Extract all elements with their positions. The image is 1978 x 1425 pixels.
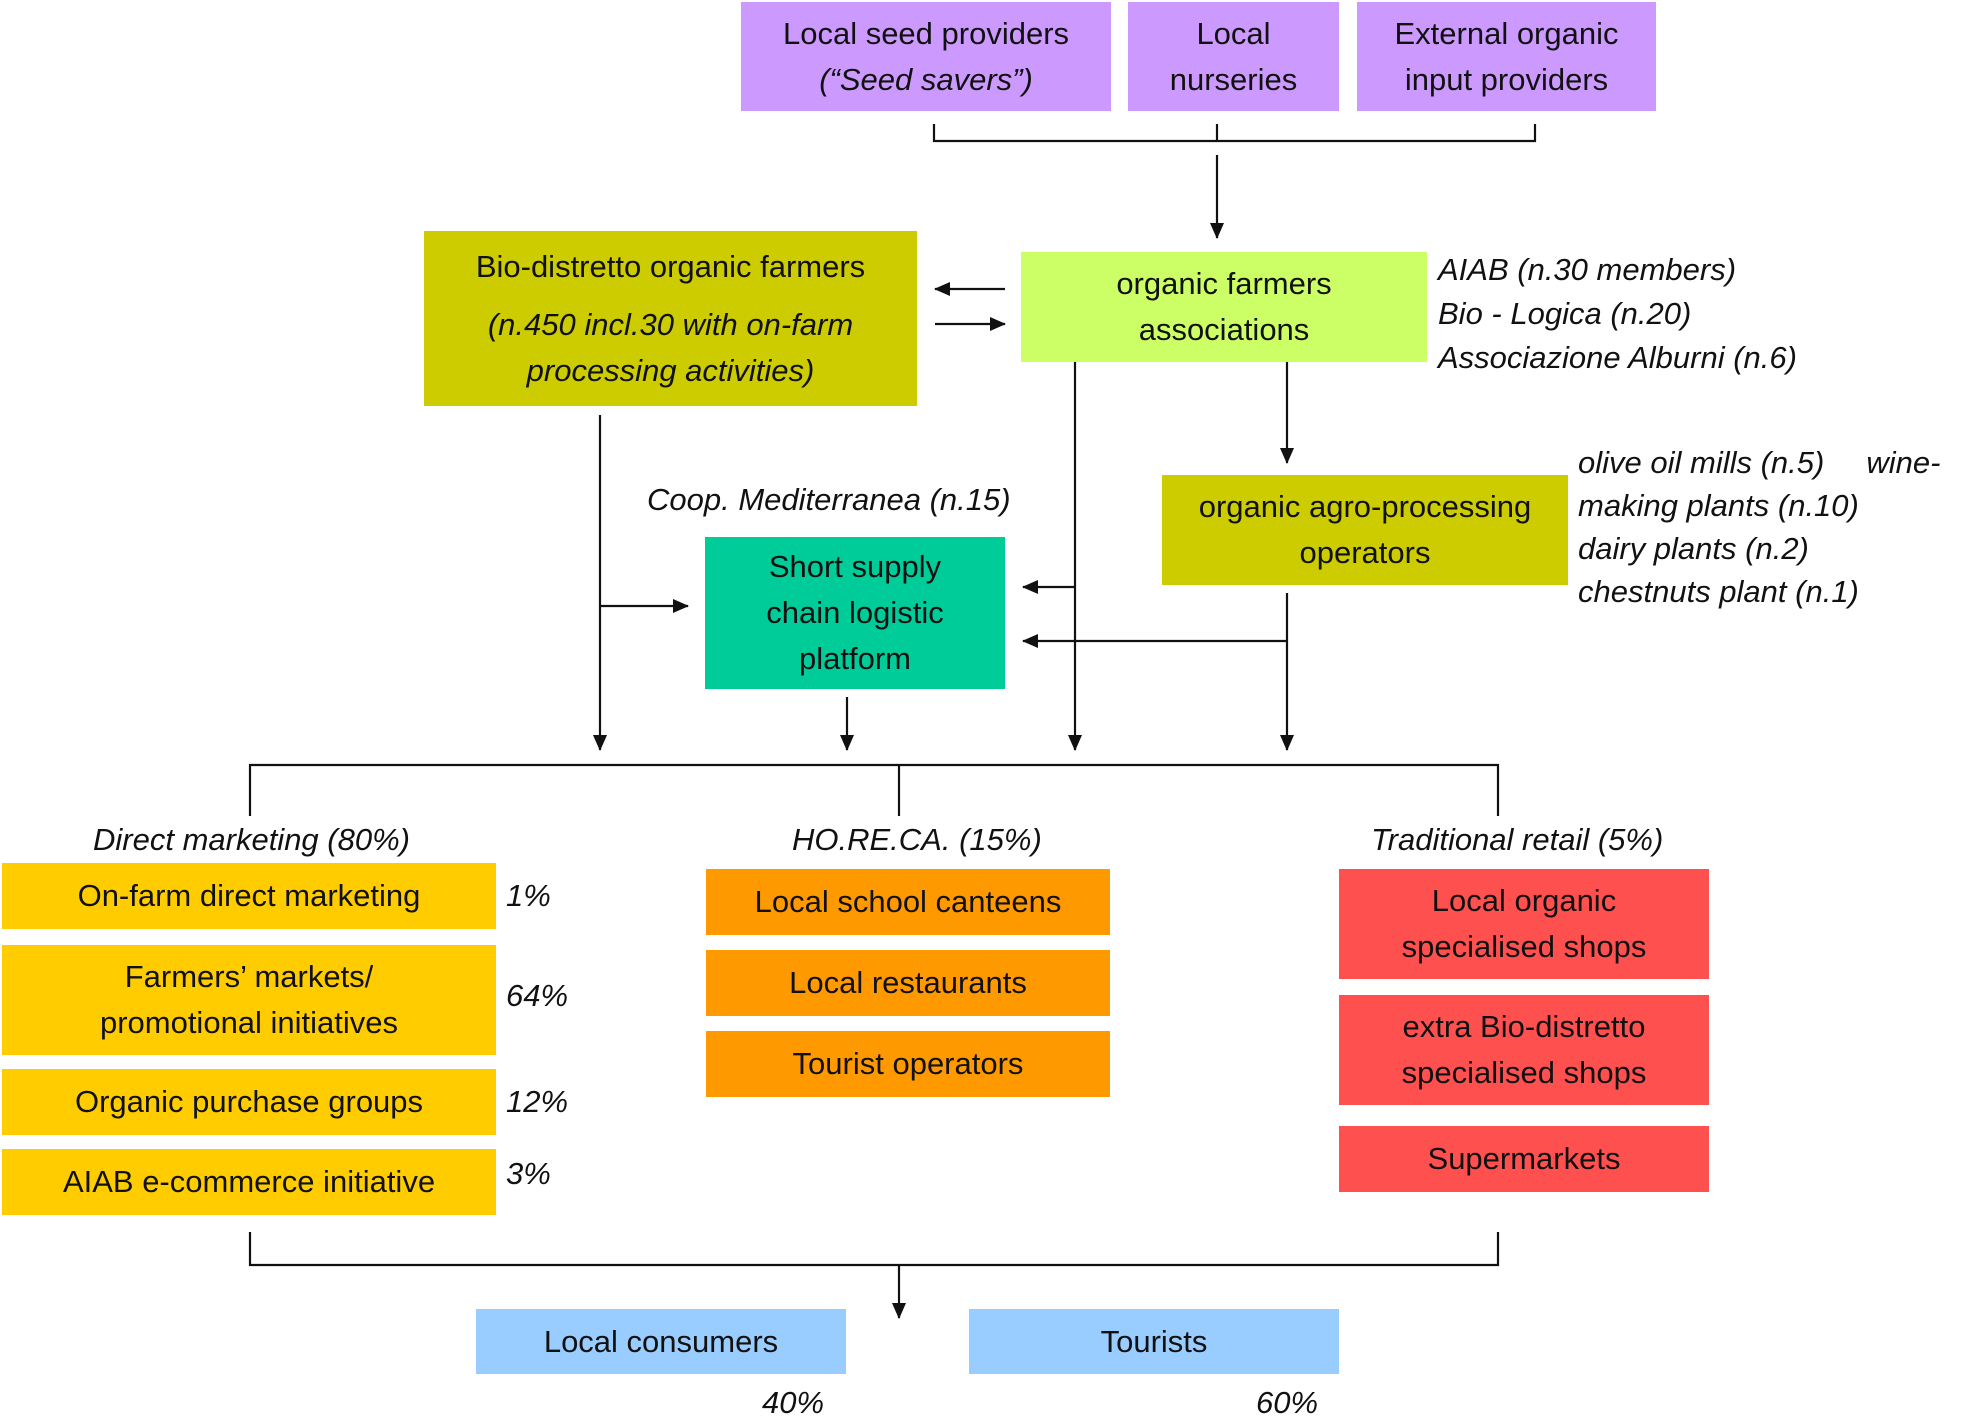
direct-marketing-pct: 1% bbox=[506, 878, 551, 913]
platform-label-line3: platform bbox=[799, 641, 911, 676]
direct-marketing-heading: Direct marketing (80%) bbox=[93, 822, 410, 857]
retail-item: extra Bio-distretto specialised shops bbox=[1339, 995, 1709, 1105]
retail-item: Supermarkets bbox=[1339, 1126, 1709, 1192]
farmers-count-line2: processing activities) bbox=[526, 352, 815, 388]
agro-processing-operators-box: organic agro-processing operators bbox=[1162, 475, 1568, 585]
nurseries-label-line1: Local bbox=[1196, 15, 1271, 51]
farmers-title: Bio-distretto organic farmers bbox=[475, 248, 866, 284]
associations-label-line2: associations bbox=[1138, 312, 1310, 347]
processing-label-line1: organic agro-processing bbox=[1198, 489, 1532, 524]
direct-marketing-pct: 12% bbox=[506, 1084, 569, 1119]
associations-note: Bio - Logica (n.20) bbox=[1438, 296, 1692, 331]
associations-label-line1: organic farmers bbox=[1116, 266, 1332, 301]
direct-marketing-pct: 64% bbox=[506, 978, 569, 1013]
seed-providers-label: Local seed providers bbox=[782, 15, 1070, 51]
processing-note: making plants (n.10) bbox=[1578, 488, 1859, 523]
bio-distretto-farmers-box: Bio-distretto organic farmers (n.450 inc… bbox=[424, 231, 917, 406]
traditional-retail-heading: Traditional retail (5%) bbox=[1371, 822, 1664, 857]
associations-note: AIAB (n.30 members) bbox=[1438, 252, 1737, 287]
tourists-pct: 60% bbox=[1256, 1385, 1319, 1420]
direct-marketing-item: On-farm direct marketing bbox=[2, 863, 496, 929]
direct-marketing-pct: 3% bbox=[506, 1156, 551, 1191]
horeca-heading: HO.RE.CA. (15%) bbox=[792, 822, 1042, 857]
local-consumers-box: Local consumers bbox=[476, 1309, 846, 1374]
platform-label-line1: Short supply bbox=[768, 549, 942, 584]
horeca-item: Local restaurants bbox=[706, 950, 1110, 1016]
processing-note: dairy plants (n.2) bbox=[1578, 531, 1809, 566]
organic-farmers-associations-box: organic farmers associations bbox=[1021, 252, 1427, 362]
direct-marketing-item: Organic purchase groups bbox=[2, 1069, 496, 1135]
channels-bracket bbox=[248, 763, 1500, 816]
tourists-box: Tourists bbox=[969, 1309, 1339, 1374]
processing-plant-notes: olive oil mills (n.5)wine- making plants… bbox=[1578, 441, 1940, 613]
consumers-bracket bbox=[248, 1232, 1500, 1267]
logistic-platform-box: Short supply chain logistic platform bbox=[705, 537, 1005, 689]
nurseries-label-line2: nurseries bbox=[1169, 61, 1298, 97]
coop-mediterranea-label: Coop. Mediterranea (n.15) bbox=[647, 482, 1011, 517]
local-consumers-pct: 40% bbox=[762, 1385, 825, 1420]
retail-item: Local organic specialised shops bbox=[1339, 869, 1709, 979]
seed-savers-label: (“Seed savers”) bbox=[819, 61, 1033, 97]
horeca-item: Local school canteens bbox=[706, 869, 1110, 935]
processing-note: olive oil mills (n.5)wine- bbox=[1578, 445, 1941, 480]
processing-note: chestnuts plant (n.1) bbox=[1578, 574, 1859, 609]
platform-label-line2: chain logistic bbox=[766, 595, 944, 630]
direct-marketing-item: AIAB e-commerce initiative bbox=[2, 1149, 496, 1215]
processing-label-line2: operators bbox=[1299, 535, 1431, 570]
associations-members-notes: AIAB (n.30 members) Bio - Logica (n.20) … bbox=[1438, 248, 1797, 380]
associations-note: Associazione Alburni (n.6) bbox=[1438, 340, 1797, 375]
farmers-count-line1: (n.450 incl.30 with on-farm bbox=[487, 306, 854, 342]
external-input-providers-box: External organic input providers bbox=[1357, 2, 1656, 111]
external-label-line2: input providers bbox=[1404, 61, 1609, 97]
direct-marketing-item: Farmers’ markets/ promotional initiative… bbox=[2, 945, 496, 1055]
external-label-line1: External organic bbox=[1394, 15, 1619, 51]
nurseries-box: Local nurseries bbox=[1128, 2, 1339, 111]
horeca-item: Tourist operators bbox=[706, 1031, 1110, 1097]
inputs-bracket bbox=[932, 124, 1537, 143]
seed-providers-box: Local seed providers (“Seed savers”) bbox=[741, 2, 1111, 111]
